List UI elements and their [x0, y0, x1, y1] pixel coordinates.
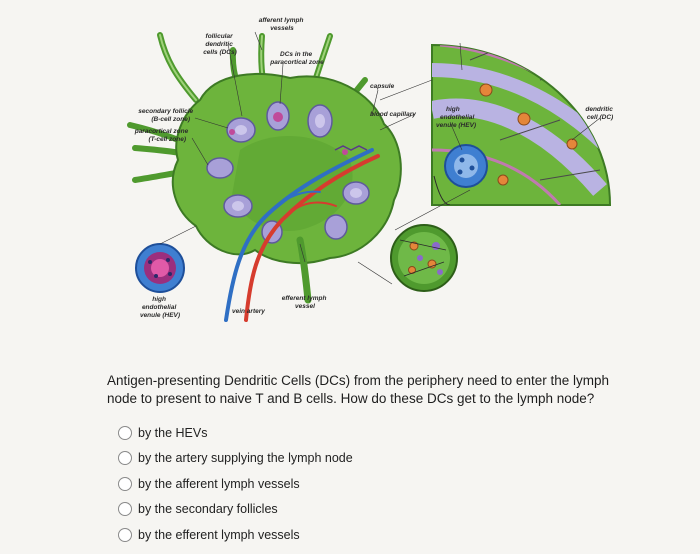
efferent-lymph-vessel [296, 236, 312, 304]
radio-button-icon[interactable] [118, 527, 132, 542]
lymph-node-diagram: afferent lymph vessels follicular dendri… [127, 17, 614, 322]
question-text: Antigen-presenting Dendritic Cells (DCs)… [107, 373, 609, 406]
label-hev-right: high endothelial venule (HEV) [436, 106, 476, 129]
answer-options: by the HEVs by the artery supplying the … [118, 420, 353, 548]
option-label: by the secondary follicles [138, 502, 278, 517]
label-paracortical-zone: paracortical zone (T-cell zone) [134, 128, 190, 143]
label-afferent-top: afferent lymph vessels [259, 17, 305, 32]
label-blood-capillary: blood capillary [370, 111, 416, 118]
label-hev-left: high endothelial venule (HEV) [140, 296, 180, 319]
option-label: by the afferent lymph vessels [138, 476, 300, 491]
radio-button-icon[interactable] [118, 476, 132, 491]
option-efferent[interactable]: by the efferent lymph vessels [118, 522, 353, 548]
blood-vessels [224, 148, 380, 322]
label-capsule: capsule [370, 83, 395, 90]
diagram-labels: afferent lymph vessels follicular dendri… [134, 17, 614, 319]
label-dcs-paracortical: DCs in the paracortical zone [269, 51, 324, 66]
option-artery[interactable]: by the artery supplying the lymph node [118, 446, 353, 472]
option-secondary-follicles[interactable]: by the secondary follicles [118, 497, 353, 523]
option-label: by the HEVs [138, 425, 208, 440]
hev-callout-left [135, 243, 185, 293]
zoom-wedge [431, 43, 612, 206]
zoom-circle [390, 224, 458, 292]
radio-button-icon[interactable] [118, 425, 132, 440]
label-secondary-follicle: secondary follicle (B-cell zone) [138, 108, 195, 123]
option-afferent[interactable]: by the afferent lymph vessels [118, 471, 353, 497]
label-vein-artery: vein artery [232, 308, 265, 315]
label-dendritic-cell: dendritic cell (DC) [585, 106, 614, 121]
radio-button-icon[interactable] [118, 451, 132, 466]
label-follicular-dc: follicular dendritic cells (DCs) [203, 33, 237, 56]
option-label: by the efferent lymph vessels [138, 527, 300, 542]
radio-button-icon[interactable] [118, 502, 132, 517]
option-hevs[interactable]: by the HEVs [118, 420, 353, 446]
option-label: by the artery supplying the lymph node [138, 451, 353, 466]
label-efferent: efferent lymph vessel [282, 295, 328, 310]
